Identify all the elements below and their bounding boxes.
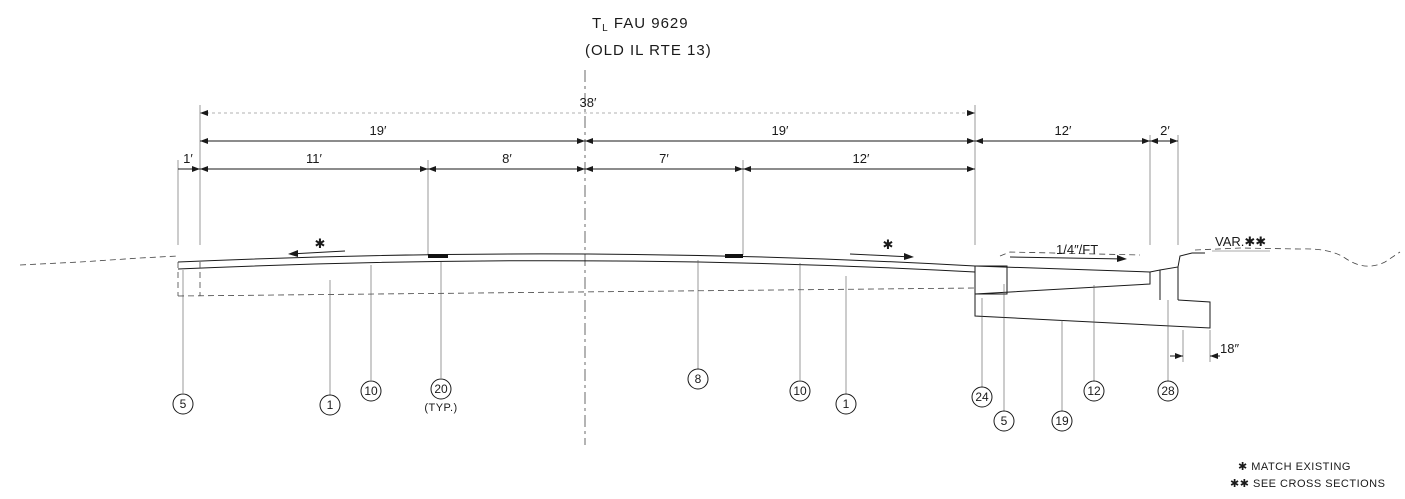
arrowhead: [967, 166, 975, 172]
arrowhead: [967, 110, 975, 116]
svg-text:5: 5: [180, 397, 187, 411]
svg-text:10: 10: [793, 384, 807, 398]
callout-5-right: 5: [993, 410, 1015, 432]
callout-28: 28: [1157, 380, 1179, 402]
slope-arrow-left: [289, 250, 346, 255]
svg-text:1: 1: [843, 397, 850, 411]
dim-left-half: 19′: [370, 123, 387, 138]
callout-1-left: 1: [319, 394, 341, 416]
typ-label: (TYP.): [424, 402, 457, 414]
slope-arrow-gutter: [1009, 256, 1126, 260]
existing-ground-right: [1194, 247, 1401, 267]
arrowhead: [577, 138, 585, 144]
dim-right-2: 2′: [1160, 123, 1170, 138]
arrowhead: [200, 110, 208, 116]
callout-5-left: 5: [172, 393, 194, 415]
existing-ground-left: [19, 255, 179, 266]
pavement-base-line: [177, 287, 976, 297]
arrowhead: [1142, 138, 1150, 144]
pavement-marking-left: [428, 254, 448, 258]
hatched-patch: [974, 265, 1008, 295]
dim-shoulder-left: 1′: [183, 151, 193, 166]
arrowhead: [585, 138, 593, 144]
callout-24: 24: [971, 386, 993, 408]
arrowhead: [1210, 353, 1218, 359]
arrowhead: [288, 250, 298, 257]
arrowhead: [735, 166, 743, 172]
callout-10-right: 10: [789, 380, 811, 402]
arrowhead: [1150, 138, 1158, 144]
dim-lane-7: 7′: [659, 151, 669, 166]
svg-text:20: 20: [434, 382, 448, 396]
pavement-surface-bottom: [177, 260, 976, 273]
dim-lane-12: 12′: [853, 151, 870, 166]
var-label: VAR.✱✱: [1215, 234, 1266, 249]
arrowhead: [743, 166, 751, 172]
title-line-2: (OLD IL RTE 13): [585, 42, 712, 59]
arrowhead: [420, 166, 428, 172]
dim-lane-11: 11′: [306, 151, 322, 166]
svg-text:1: 1: [327, 398, 334, 412]
slope-arrow-right: [849, 253, 913, 258]
svg-text:10: 10: [364, 384, 378, 398]
callout-1-right: 1: [835, 393, 857, 415]
svg-text:28: 28: [1161, 384, 1175, 398]
arrowhead: [1117, 255, 1127, 262]
star-right: ✱: [883, 237, 894, 252]
slope-dash: [999, 251, 1141, 257]
arrowhead: [967, 138, 975, 144]
svg-text:8: 8: [695, 372, 702, 386]
callout-20: 20: [430, 378, 452, 400]
arrowhead: [585, 166, 593, 172]
svg-text:12: 12: [1087, 384, 1101, 398]
dim-overall: 38′: [580, 95, 597, 110]
dim-lane-8: 8′: [502, 151, 512, 166]
arrowhead: [428, 166, 436, 172]
pavement-marking-right: [725, 254, 743, 258]
star-left: ✱: [315, 236, 326, 251]
arrowhead: [1170, 138, 1178, 144]
callout-19: 19: [1051, 410, 1073, 432]
pavement-surface-top: [177, 253, 976, 267]
svg-text:19: 19: [1055, 414, 1069, 428]
legend-see-cross-sections: ✱✱ SEE CROSS SECTIONS: [1230, 478, 1385, 490]
dim-right-12: 12′: [1055, 123, 1072, 138]
title-line-1: TL FAU 9629: [592, 15, 689, 34]
arrowhead: [200, 138, 208, 144]
callout-12: 12: [1083, 380, 1105, 402]
subbase: [974, 294, 1211, 329]
arrowhead: [975, 138, 983, 144]
slope-label: 1/4″/FT: [1056, 242, 1098, 257]
arrowhead: [904, 253, 914, 260]
svg-text:24: 24: [975, 390, 989, 404]
arrowhead: [200, 166, 208, 172]
dim-right-half: 19′: [772, 123, 789, 138]
arrowhead: [577, 166, 585, 172]
svg-text:5: 5: [1001, 414, 1008, 428]
callout-8: 8: [687, 368, 709, 390]
legend-match-existing: ✱ MATCH EXISTING: [1238, 461, 1351, 473]
arrowhead: [1175, 353, 1183, 359]
arrowhead: [192, 166, 200, 172]
gutter-bottom: [974, 272, 1151, 295]
callout-10-left: 10: [360, 380, 382, 402]
dim-depth-18: 18″: [1220, 341, 1239, 356]
